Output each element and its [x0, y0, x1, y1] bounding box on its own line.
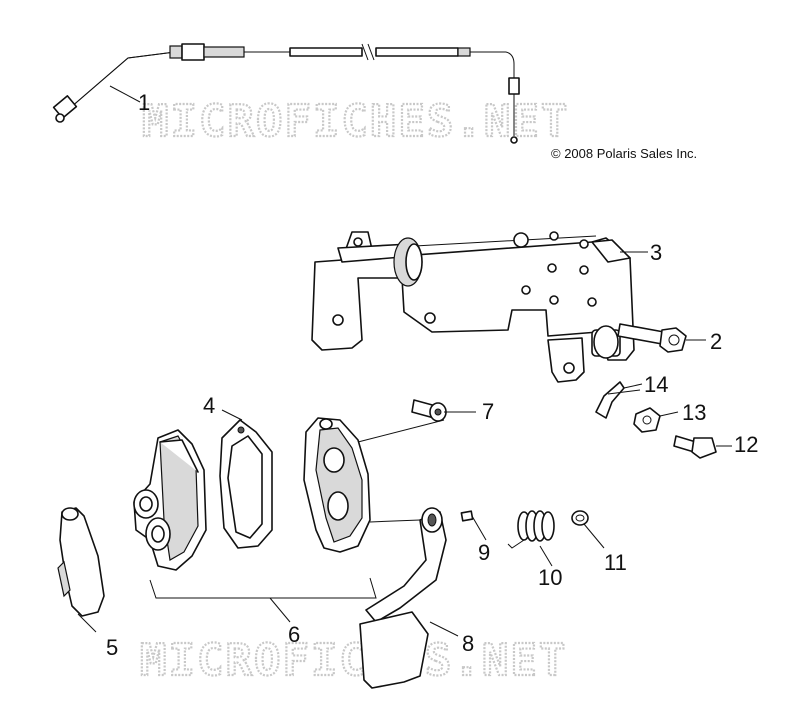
part-13-nut	[633, 407, 661, 433]
part-1-cable	[52, 43, 520, 144]
part-2-bolt	[617, 323, 687, 353]
callout-7: 7	[482, 399, 494, 424]
callout-4: 4	[203, 393, 215, 418]
callout-8: 8	[462, 631, 474, 656]
callout-10: 10	[538, 565, 562, 590]
callout-13: 13	[682, 400, 706, 425]
callout-5: 5	[106, 635, 118, 660]
callouts: 1 2 3 4 5 6 7 8 9 10 11 12 13 14	[106, 90, 758, 660]
housing-right-half	[303, 417, 371, 553]
callout-6: 6	[288, 622, 300, 647]
part-4-gasket	[219, 419, 273, 549]
part-7-screw	[411, 399, 447, 422]
part-12-bolt	[673, 435, 717, 459]
callout-3: 3	[650, 240, 662, 265]
callout-2: 2	[710, 329, 722, 354]
callout-9: 9	[478, 540, 490, 565]
callout-14: 14	[644, 372, 668, 397]
callout-11: 11	[604, 550, 627, 575]
part-9-pin	[460, 510, 474, 522]
housing-left-half	[133, 429, 207, 571]
part-5-cover	[57, 507, 105, 617]
watermark-top: MICROFICHES.NET	[142, 96, 569, 147]
part-8-pedal	[359, 507, 447, 689]
callout-1: 1	[138, 90, 150, 115]
copyright-notice: © 2008 Polaris Sales Inc.	[551, 146, 697, 161]
part-3-bracket	[311, 231, 635, 383]
callout-12: 12	[734, 432, 758, 457]
part-11-bushing	[571, 510, 589, 526]
part-10-spring	[507, 510, 555, 549]
leader-lines	[77, 85, 732, 637]
watermark-bottom: MICROFICHES.NET	[140, 635, 567, 686]
part-14-clip	[595, 381, 641, 419]
